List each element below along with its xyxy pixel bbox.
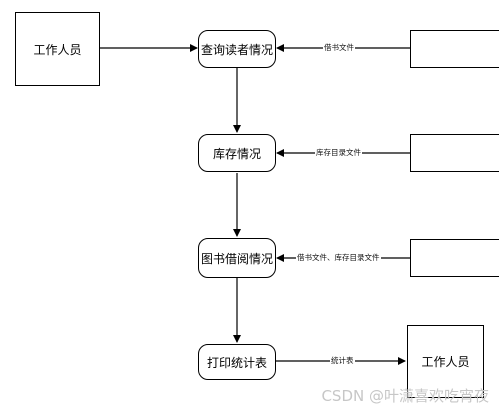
flow-label-inventory-catalog: 库存目录文件 xyxy=(315,148,362,157)
entity-source-label: 工作人员 xyxy=(33,42,82,57)
process-inventory-label: 库存情况 xyxy=(212,146,261,161)
process-borrowing-label: 图书借阅情况 xyxy=(200,251,273,266)
process-query-reader-label: 查询读者情况 xyxy=(200,42,273,57)
data-store-1 xyxy=(410,30,499,68)
process-query-reader: 查询读者情况 xyxy=(198,30,276,68)
flow-label-stats-table: 统计表 xyxy=(330,356,355,365)
entity-sink: 工作人员 xyxy=(407,325,484,398)
flow-label-borrow-file: 借书文件 xyxy=(323,43,355,52)
process-print-stats-label: 打印统计表 xyxy=(206,355,267,370)
data-store-3 xyxy=(410,239,499,277)
data-store-2 xyxy=(410,134,499,172)
flow-label-borrow-and-catalog: 借书文件、库存目录文件 xyxy=(296,253,381,262)
watermark: CSDN @叶潇喜欢吃宵夜 xyxy=(321,387,489,405)
process-print-stats: 打印统计表 xyxy=(198,344,276,380)
process-borrowing: 图书借阅情况 xyxy=(198,238,276,278)
process-inventory: 库存情况 xyxy=(198,134,276,172)
entity-source: 工作人员 xyxy=(15,12,100,86)
entity-sink-label: 工作人员 xyxy=(421,355,470,369)
